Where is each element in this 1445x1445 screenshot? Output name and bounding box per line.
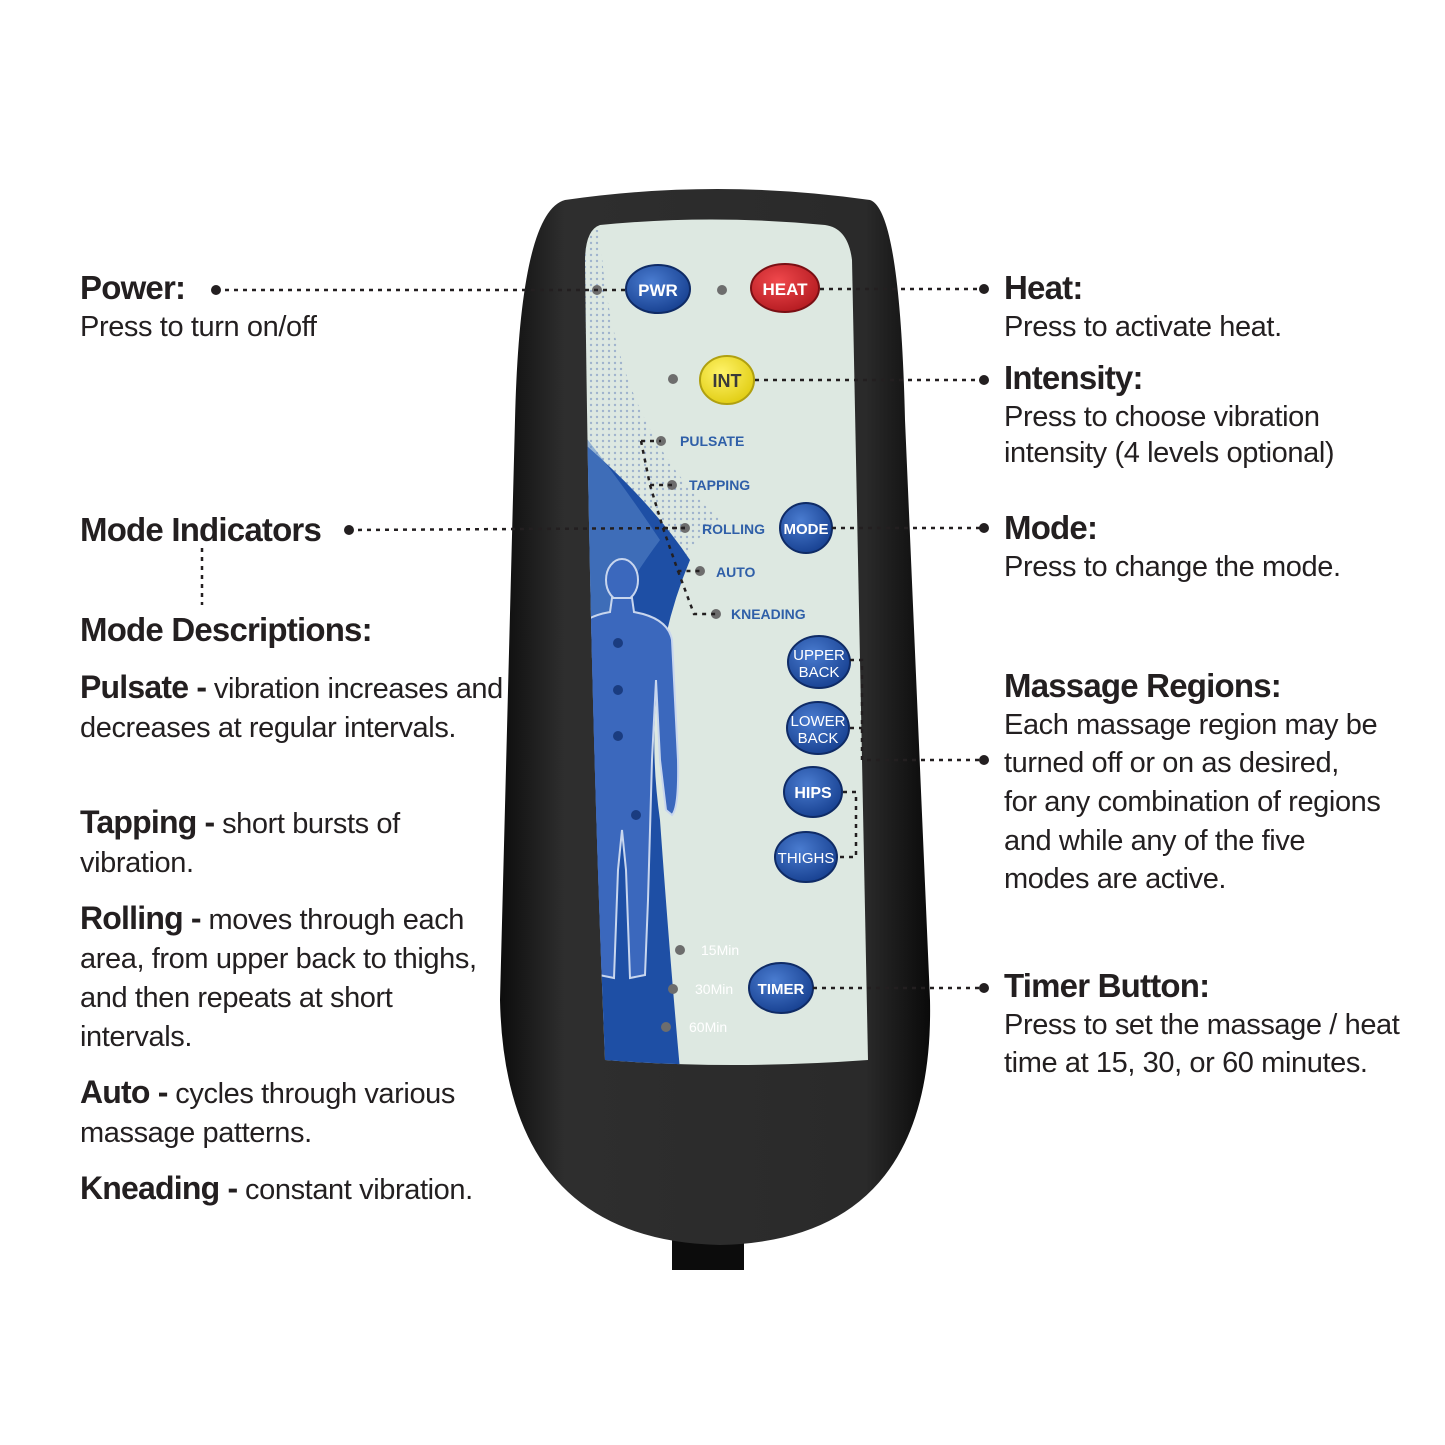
heat-button[interactable]: HEAT	[750, 263, 820, 313]
power-desc: Press to turn on/off	[80, 311, 317, 343]
time-30min: 30Min	[695, 981, 733, 997]
indicator-rolling: ROLLING	[702, 521, 765, 537]
mode-desc-rolling: Rolling - moves through each area, from …	[80, 899, 480, 1057]
mode-name: Rolling -	[80, 900, 202, 936]
mode-name: Auto -	[80, 1074, 168, 1110]
mode-desc-pulsate: Pulsate - vibration increases and decrea…	[80, 668, 510, 748]
pwr-button[interactable]: PWR	[625, 264, 691, 314]
intensity-desc-1: Press to choose vibration	[1004, 401, 1320, 433]
regions-line-5: modes are active.	[1004, 863, 1227, 895]
upper-back-button[interactable]: UPPER BACK	[787, 635, 851, 689]
time-15min: 15Min	[701, 942, 739, 958]
timer-desc-1: Press to set the massage / heat	[1004, 1009, 1400, 1041]
mode-text: vibration increases and decreases at reg…	[80, 673, 503, 744]
mode-name: Kneading -	[80, 1170, 238, 1206]
svg-text:UPPER: UPPER	[793, 647, 845, 664]
svg-text:LOWER: LOWER	[790, 713, 845, 730]
leader-lines	[200, 287, 984, 990]
mode-text: constant vibration.	[245, 1174, 473, 1206]
indicator-pulsate: PULSATE	[680, 433, 744, 449]
svg-text:BACK: BACK	[799, 664, 840, 681]
lower-back-button[interactable]: LOWER BACK	[786, 701, 850, 755]
regions-line-4: and while any of the five	[1004, 825, 1306, 857]
heat-title: Heat:	[1004, 269, 1083, 306]
svg-text:BACK: BACK	[798, 730, 839, 747]
mode-text: moves through each area, from upper back…	[80, 904, 477, 1053]
indicator-kneading: KNEADING	[731, 606, 806, 622]
human-figure-icon	[585, 558, 680, 980]
mode-text: cycles through various massage patterns.	[80, 1078, 456, 1149]
mode-descriptions-title: Mode Descriptions:	[80, 611, 373, 648]
int-button[interactable]: INT	[699, 355, 755, 405]
mode-desc-tapping: Tapping - short bursts of vibration.	[80, 803, 510, 883]
power-title: Power:	[80, 269, 186, 306]
svg-text:PWR: PWR	[638, 281, 678, 300]
regions-line-2: turned off or on as desired,	[1004, 747, 1339, 779]
timer-button[interactable]: TIMER	[748, 962, 814, 1014]
svg-text:HEAT: HEAT	[762, 280, 808, 299]
indicator-auto: AUTO	[716, 564, 756, 580]
svg-text:INT: INT	[713, 371, 742, 391]
time-60min: 60Min	[689, 1019, 727, 1035]
timer-title: Timer Button:	[1004, 967, 1210, 1004]
thighs-button[interactable]: THIGHS	[774, 831, 838, 883]
mode-name: Pulsate -	[80, 669, 207, 705]
svg-text:HIPS: HIPS	[794, 785, 832, 802]
heat-desc: Press to activate heat.	[1004, 311, 1282, 343]
mode-indicators-title: Mode Indicators	[80, 511, 322, 548]
svg-text:TIMER: TIMER	[758, 981, 805, 998]
mode-desc-auto: Auto - cycles through various massage pa…	[80, 1073, 500, 1153]
hips-button[interactable]: HIPS	[783, 766, 843, 818]
mode-button[interactable]: MODE	[779, 502, 833, 554]
svg-text:MODE: MODE	[784, 521, 829, 538]
mode-title: Mode:	[1004, 509, 1098, 546]
timer-desc-2: time at 15, 30, or 60 minutes.	[1004, 1047, 1368, 1079]
mode-desc: Press to change the mode.	[1004, 551, 1341, 583]
regions-line-1: Each massage region may be	[1004, 709, 1378, 741]
indicator-tapping: TAPPING	[689, 477, 750, 493]
intensity-title: Intensity:	[1004, 359, 1143, 396]
mode-text: short bursts of vibration.	[80, 808, 400, 879]
mode-name: Tapping -	[80, 804, 215, 840]
massage-regions-title: Massage Regions:	[1004, 667, 1282, 704]
intensity-desc-2: intensity (4 levels optional)	[1004, 437, 1335, 469]
regions-line-3: for any combination of regions	[1004, 786, 1381, 818]
svg-text:THIGHS: THIGHS	[778, 850, 835, 867]
mode-desc-kneading: Kneading - constant vibration.	[80, 1169, 540, 1210]
